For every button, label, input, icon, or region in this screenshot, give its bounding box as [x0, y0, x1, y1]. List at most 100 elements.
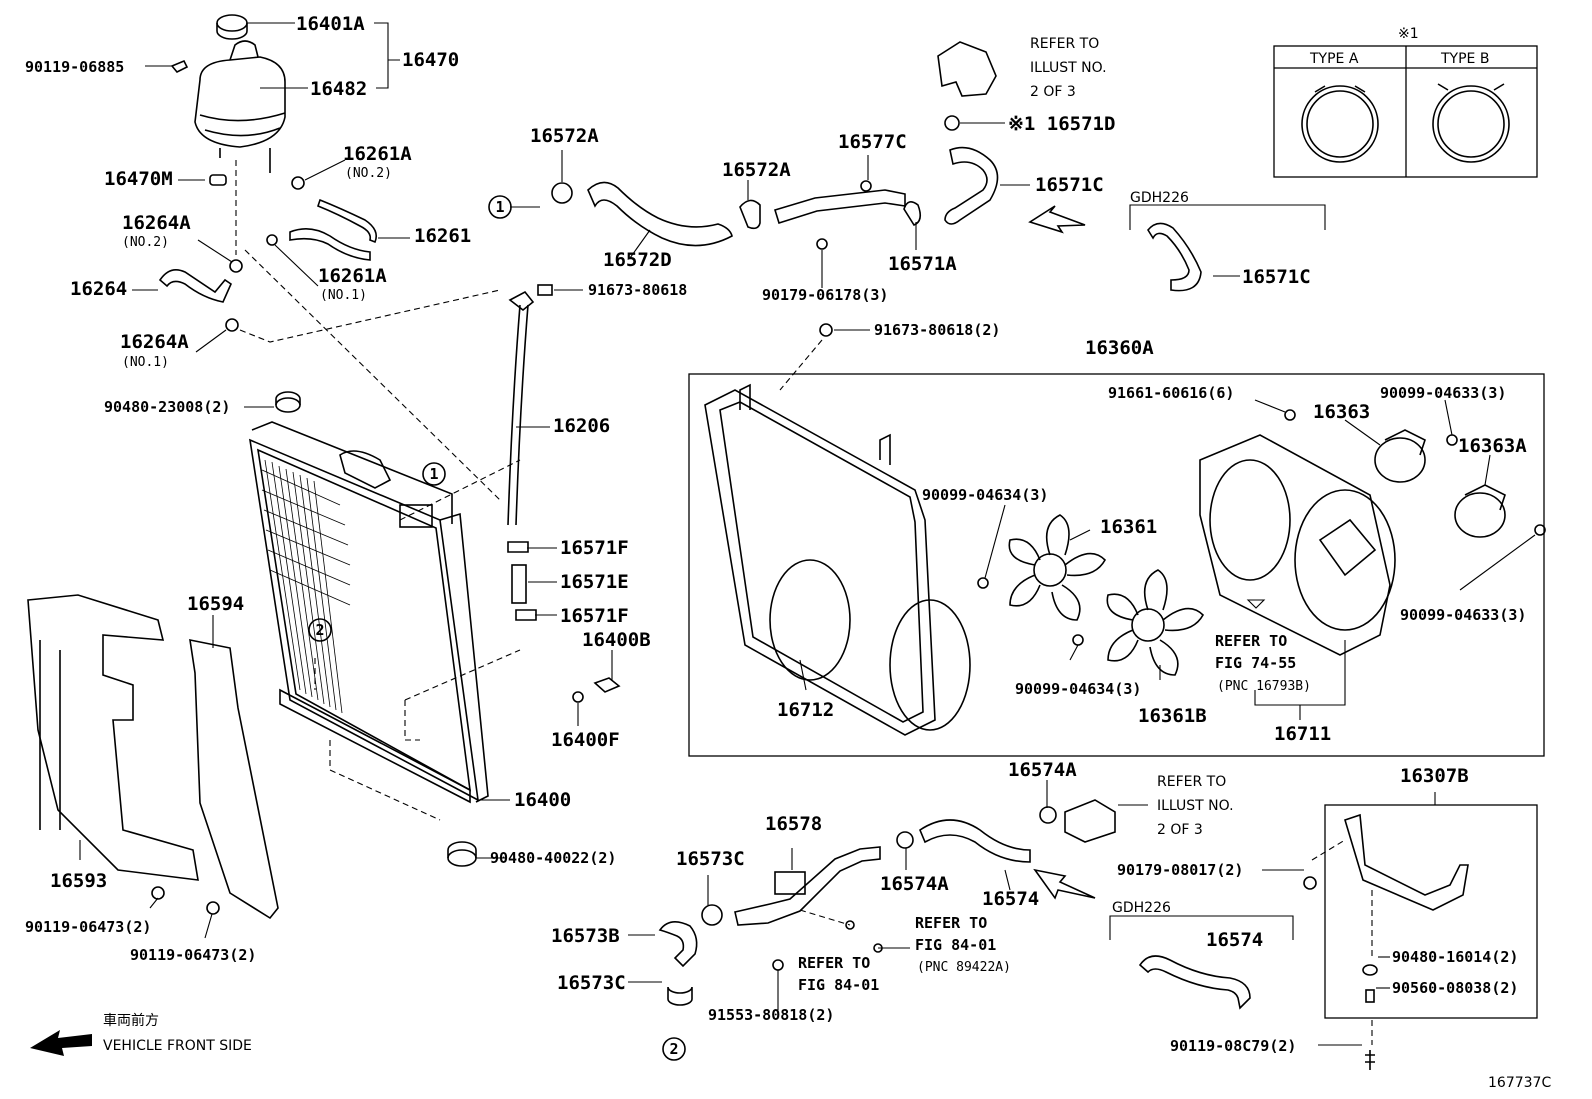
refer-illust-top-1: REFER TO	[1030, 36, 1099, 52]
refer-fig84a-3: (PNC 89422A)	[917, 960, 1011, 975]
label-16264A-bot: 16264A	[120, 331, 189, 353]
lower-hoses-drawing	[658, 799, 1294, 1010]
label-16573B: 16573B	[551, 925, 620, 947]
label-16594: 16594	[187, 593, 244, 615]
refer-illust-mid-2: ILLUST NO.	[1157, 798, 1234, 814]
side-shroud-drawing	[27, 594, 279, 920]
label-90099-04634-top: 90099-04634(3)	[922, 486, 1048, 504]
label-16574-gdh: 16574	[1206, 929, 1263, 951]
label-16572D: 16572D	[603, 249, 672, 271]
fan-shroud-drawing	[704, 383, 971, 736]
leader-lines	[79, 22, 1536, 1046]
label-16261A-bot-sub: (NO.1)	[320, 288, 367, 303]
vehicle-front-arrow	[30, 1030, 92, 1056]
label-16571F-top: 16571F	[560, 537, 629, 559]
label-16264A-bot-sub: (NO.1)	[122, 355, 169, 370]
reservoir-hoses	[158, 176, 378, 332]
label-16360A: 16360A	[1085, 337, 1154, 359]
refer-fig84a-1: REFER TO	[915, 914, 987, 932]
label-16571F-bot: 16571F	[560, 605, 629, 627]
gdh-top: GDH226	[1130, 190, 1189, 206]
fan-16361	[1008, 514, 1106, 621]
refer-fig74-2: FIG 74-55	[1215, 654, 1296, 672]
label-16571C-gdh: 16571C	[1242, 266, 1311, 288]
label-16361B: 16361B	[1138, 705, 1207, 727]
label-16577C: 16577C	[838, 131, 907, 153]
label-16470: 16470	[402, 49, 459, 71]
reservoir-tank-drawing	[170, 14, 286, 186]
label-90119-08C79: 90119-08C79(2)	[1170, 1037, 1296, 1055]
label-90560-08038: 90560-08038(2)	[1392, 979, 1518, 997]
refer-illust-top-3: 2 OF 3	[1030, 84, 1076, 100]
label-16400F: 16400F	[551, 729, 620, 751]
label-16400B: 16400B	[582, 629, 651, 651]
label-91661-60616: 91661-60616(6)	[1108, 384, 1234, 402]
label-16261A-bot: 16261A	[318, 265, 387, 287]
label-90480-40022: 90480-40022(2)	[490, 849, 616, 867]
label-16572A-right: 16572A	[722, 159, 791, 181]
refer-fig74-1: REFER TO	[1215, 632, 1287, 650]
label-16264A-top: 16264A	[122, 212, 191, 234]
label-16711: 16711	[1274, 723, 1331, 745]
radiator-drawing	[248, 391, 489, 867]
diagram-id: 167737C	[1488, 1075, 1551, 1091]
label-16571C: 16571C	[1035, 174, 1104, 196]
label-16361: 16361	[1100, 516, 1157, 538]
label-16261: 16261	[414, 225, 471, 247]
label-16571A: 16571A	[888, 253, 957, 275]
label-16363: 16363	[1313, 401, 1370, 423]
label-16571E: 16571E	[560, 571, 629, 593]
refer-illust-mid-1: REFER TO	[1157, 774, 1226, 790]
label-91553-80818: 91553-80818(2)	[708, 1006, 834, 1024]
upper-hoses-drawing	[551, 41, 1202, 292]
callout-1-a: 1	[495, 198, 504, 216]
note-mark: ※1	[1398, 26, 1419, 42]
label-90119-06473-a: 90119-06473(2)	[25, 918, 151, 936]
fan-shroud-16711	[1199, 434, 1396, 656]
label-90480-23008: 90480-23008(2)	[104, 398, 230, 416]
label-16264A-top-sub: (NO.2)	[122, 235, 169, 250]
label-91673-80618-2: 91673-80618(2)	[874, 321, 1000, 339]
label-90099-04633-top: 90099-04633(3)	[1380, 384, 1506, 402]
label-16573C-bot: 16573C	[557, 972, 626, 994]
label-90119-06473-b: 90119-06473(2)	[130, 946, 256, 964]
callout-1-b: 1	[429, 465, 438, 483]
label-16574: 16574	[982, 888, 1039, 910]
fan-motors	[977, 409, 1546, 646]
label-16470M: 16470M	[104, 168, 173, 190]
fan-16361B	[1106, 569, 1204, 676]
label-16712: 16712	[777, 699, 834, 721]
label-90119-06885: 90119-06885	[25, 58, 124, 76]
gdh-bot: GDH226	[1112, 900, 1171, 916]
callout-2-a: 2	[315, 621, 324, 639]
label-16307B: 16307B	[1400, 765, 1469, 787]
label-16573C-top: 16573C	[676, 848, 745, 870]
label-16572A-left: 16572A	[530, 125, 599, 147]
refer-fig74-3: (PNC 16793B)	[1217, 679, 1311, 694]
refer-fig84b-1: REFER TO	[798, 954, 870, 972]
label-90179-06178: 90179-06178(3)	[762, 286, 888, 304]
callout-2-b: 2	[669, 1040, 678, 1058]
label-16593: 16593	[50, 870, 107, 892]
circle-callouts	[308, 195, 686, 1061]
label-90099-04634-bot: 90099-04634(3)	[1015, 680, 1141, 698]
label-16571D: ※1 16571D	[1008, 113, 1115, 135]
label-16363A: 16363A	[1458, 435, 1527, 457]
type-b-label: TYPE B	[1440, 51, 1489, 67]
label-16574A-bot: 16574A	[880, 873, 949, 895]
vehicle-front-en: VEHICLE FRONT SIDE	[103, 1038, 252, 1054]
refer-illust-mid-3: 2 OF 3	[1157, 822, 1203, 838]
refer-fig84a-2: FIG 84-01	[915, 936, 996, 954]
type-a-label: TYPE A	[1309, 51, 1359, 67]
refer-illust-top-2: ILLUST NO.	[1030, 60, 1107, 76]
vehicle-front-jp: 車両前方	[103, 1012, 159, 1029]
label-16574A-top: 16574A	[1008, 759, 1077, 781]
label-16401A: 16401A	[296, 13, 365, 35]
refer-fig84b-2: FIG 84-01	[798, 976, 879, 994]
label-90179-08017: 90179-08017(2)	[1117, 861, 1243, 879]
label-90099-04633-bot: 90099-04633(3)	[1400, 606, 1526, 624]
label-16578: 16578	[765, 813, 822, 835]
label-16261A-top: 16261A	[343, 143, 412, 165]
